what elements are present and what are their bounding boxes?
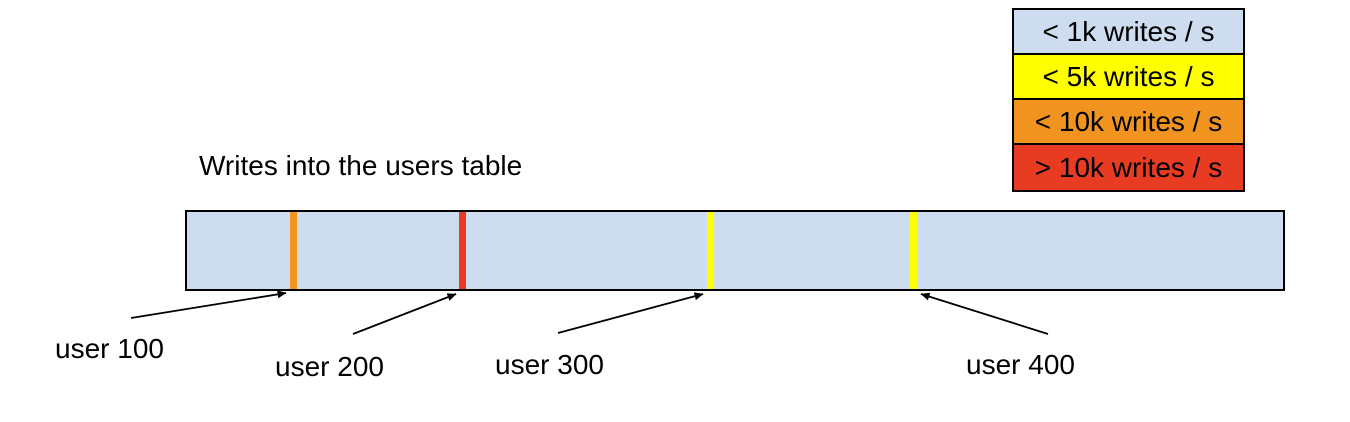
hotspot-stripe-user-200 bbox=[459, 212, 466, 289]
label-user-300: user 300 bbox=[495, 349, 604, 380]
hotspot-stripe-user-300 bbox=[707, 212, 714, 289]
legend-item-lt-10k: < 10k writes / s bbox=[1014, 100, 1243, 145]
legend: < 1k writes / s < 5k writes / s < 10k wr… bbox=[1012, 8, 1245, 192]
diagram-title: Writes into the users table bbox=[199, 150, 523, 181]
legend-item-label: < 5k writes / s bbox=[1042, 60, 1215, 92]
hotspot-stripe-user-100 bbox=[290, 212, 297, 289]
legend-item-lt-5k: < 5k writes / s bbox=[1014, 55, 1243, 100]
arrow-user-300-icon bbox=[557, 292, 704, 334]
hotspot-stripe-user-400 bbox=[910, 212, 917, 289]
label-user-200: user 200 bbox=[275, 351, 384, 382]
legend-item-lt-1k: < 1k writes / s bbox=[1014, 10, 1243, 55]
arrow-user-400-icon bbox=[920, 292, 1049, 335]
arrow-user-200-icon bbox=[352, 293, 457, 335]
arrow-user-100-icon bbox=[130, 290, 287, 319]
label-user-100: user 100 bbox=[55, 333, 164, 364]
users-table-bar bbox=[185, 210, 1285, 291]
legend-item-label: < 10k writes / s bbox=[1034, 105, 1223, 137]
legend-item-label: > 10k writes / s bbox=[1034, 151, 1223, 183]
legend-item-gt-10k: > 10k writes / s bbox=[1014, 145, 1243, 190]
legend-item-label: < 1k writes / s bbox=[1042, 15, 1215, 47]
label-user-400: user 400 bbox=[966, 349, 1075, 380]
